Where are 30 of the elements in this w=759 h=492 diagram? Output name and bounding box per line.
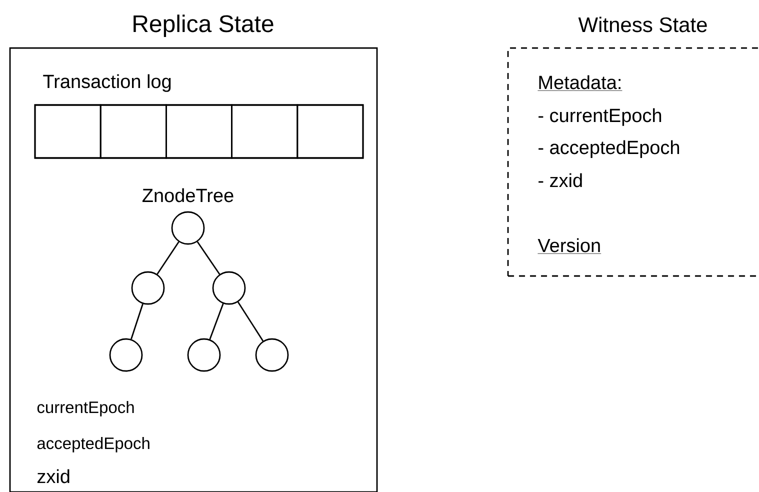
tree-node-circle (131, 271, 165, 305)
tree-node-circle (171, 211, 205, 245)
state-box (507, 16, 759, 277)
tree-edge (196, 241, 220, 275)
tree-heading: ZnodeTree (142, 188, 234, 202)
log-cell (34, 104, 102, 159)
log-cell (231, 104, 298, 159)
text-line: - currentEpoch (538, 108, 662, 126)
tree-edge (237, 302, 264, 342)
text-line: Metadata: (538, 75, 622, 91)
tree-edge (130, 304, 144, 340)
box-heading: Transaction log (43, 74, 171, 92)
log-cell (166, 104, 232, 159)
text-line: Version (538, 238, 602, 254)
tree-edge (209, 303, 224, 340)
tree-node-circle (212, 271, 246, 305)
log-cell (100, 104, 167, 159)
text-line: - acceptedEpoch (538, 140, 680, 158)
field-name: acceptedEpoch (37, 437, 150, 452)
tree-node-circle (255, 338, 289, 372)
text-line: - zxid (538, 173, 582, 188)
state-box (9, 14, 378, 492)
tree-edge (156, 242, 180, 274)
field-name: zxid (37, 469, 70, 484)
tree-node-circle (109, 338, 143, 372)
field-name: currentEpoch (37, 401, 134, 416)
box-heading: Replica State (134, 14, 274, 37)
log-cell (296, 104, 364, 159)
box-heading: Witness State (578, 16, 707, 32)
tree-node-circle (187, 338, 221, 372)
